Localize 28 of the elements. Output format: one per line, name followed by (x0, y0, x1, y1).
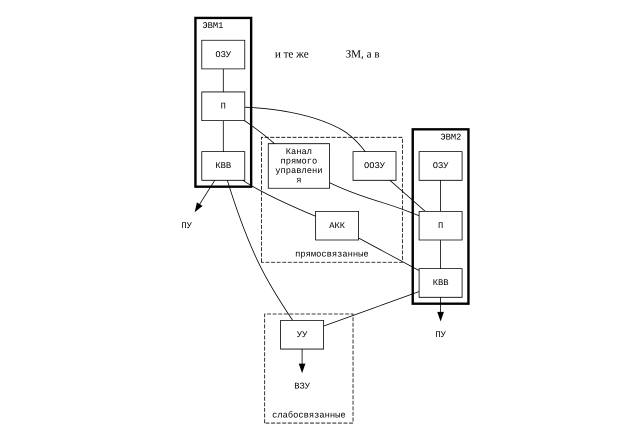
connector (244, 120, 274, 144)
node-box: КВВ (418, 268, 462, 298)
node-box: ООЗУ (352, 151, 396, 181)
label: ЗМ, а в (345, 48, 380, 60)
node-box: П (200, 92, 245, 121)
arrow (194, 180, 215, 212)
node-box: УУ (280, 320, 324, 350)
connector (244, 106, 366, 152)
node-box: АКК (314, 210, 358, 240)
connector (222, 120, 224, 152)
connector (358, 238, 419, 271)
connector (322, 291, 419, 326)
node-box: ОЗУ (418, 151, 462, 181)
node-text: ВЗУ (294, 382, 310, 392)
arrow (298, 348, 305, 374)
connector (242, 180, 316, 217)
connector (222, 68, 224, 92)
node-box: Канал прямого управлени я (267, 143, 330, 189)
node-box: КВВ (200, 151, 245, 181)
node-box: ОЗУ (200, 40, 245, 70)
node-text: ПУ (434, 330, 446, 340)
node-text: ПУ (180, 220, 192, 231)
connector (226, 180, 293, 321)
node-box: П (418, 210, 462, 240)
arrow (436, 297, 444, 322)
label: и те же (274, 48, 308, 60)
connector (328, 182, 419, 216)
connector (389, 180, 425, 212)
